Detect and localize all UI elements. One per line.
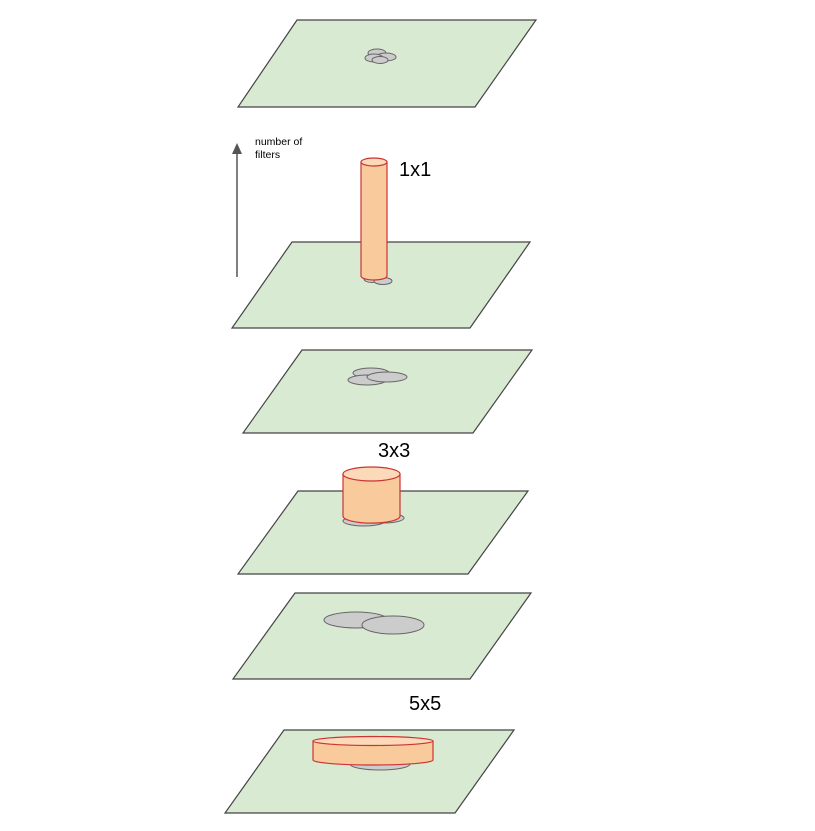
filter-1x1-cylinder	[360, 157, 388, 281]
output-blob-cluster	[364, 48, 397, 64]
output-blob-pair-5x5	[323, 611, 425, 635]
filter-5x5-cylinder	[312, 735, 434, 766]
filter-label-1x1: 1x1	[399, 159, 431, 181]
output-blob-pair-3x3	[347, 367, 408, 386]
feature-plane-1	[236, 19, 538, 108]
axis-label-line1: number of	[255, 136, 302, 148]
filter-3x3-cylinder	[342, 466, 401, 524]
feature-plane-4	[236, 490, 530, 575]
feature-plane-6	[223, 729, 516, 814]
filter-label-3x3: 3x3	[378, 440, 410, 462]
axis-label-line2: filters	[255, 149, 280, 161]
feature-plane-3	[241, 349, 534, 434]
filter-label-5x5: 5x5	[409, 693, 441, 715]
feature-plane-2	[230, 241, 532, 329]
filters-axis-arrowhead	[232, 143, 242, 154]
feature-plane-5	[231, 592, 533, 680]
